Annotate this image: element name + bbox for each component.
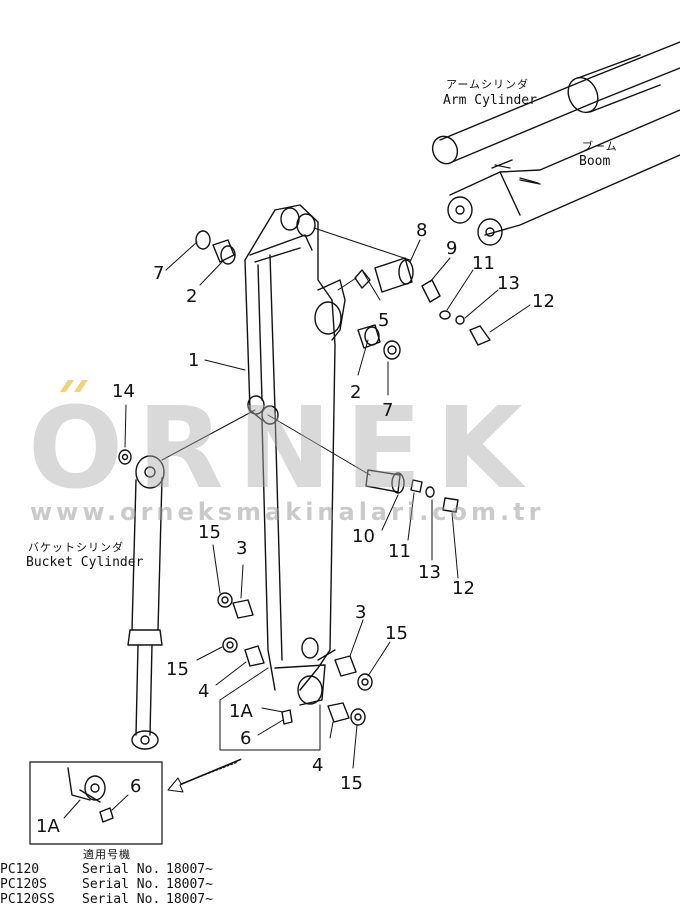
serial-value: 18007~ — [166, 877, 213, 892]
bucket-cylinder-label: Bucket Cylinder — [26, 555, 144, 570]
model-name: PC120SS — [0, 892, 55, 907]
callout-15: 15 — [385, 623, 408, 644]
callout-4: 4 — [312, 755, 324, 776]
callout-13: 13 — [497, 273, 520, 294]
callout-2: 2 — [350, 382, 362, 403]
boom-label: Boom — [579, 154, 611, 169]
callout-15: 15 — [198, 522, 221, 543]
detail-inset — [29, 758, 242, 845]
reference-marks — [494, 164, 539, 184]
callout-4: 4 — [198, 681, 210, 702]
callout-7: 7 — [382, 400, 394, 421]
arm-body-drawing — [244, 204, 346, 706]
callout-13: 13 — [418, 562, 441, 583]
serial-label: Serial No. — [82, 877, 161, 892]
callout-15: 15 — [166, 659, 189, 680]
callout-11: 11 — [472, 253, 495, 274]
applicability-row: PC120S Serial No. 18007~ — [0, 877, 213, 892]
callout-3: 3 — [236, 538, 248, 559]
callout-1A: 1A — [36, 816, 60, 837]
arm-cylinder-drawing — [431, 41, 680, 165]
model-name: PC120 — [0, 862, 40, 877]
applicability-row: PC120SS Serial No. 18007~ — [0, 892, 213, 907]
callout-10: 10 — [352, 526, 375, 547]
callout-3: 3 — [355, 602, 367, 623]
leader-lines — [124, 227, 531, 769]
callout-15: 15 — [340, 773, 363, 794]
serial-label: Serial No. — [82, 892, 161, 907]
callout-9: 9 — [446, 238, 458, 259]
brand-logo-mark — [60, 380, 88, 392]
serial-value: 18007~ — [166, 892, 213, 907]
watermark-url: www.orneksmakinalari.com.tr — [30, 498, 545, 526]
callout-2: 2 — [186, 286, 198, 307]
callout-14: 14 — [112, 381, 135, 402]
bucket-cylinder-label-jp: バケットシリンダ — [28, 541, 124, 554]
callout-1: 1 — [188, 350, 200, 371]
callout-12: 12 — [532, 291, 555, 312]
applicability-heading: 適用号機 — [83, 848, 131, 861]
callout-11: 11 — [388, 541, 411, 562]
pins-and-bushings — [118, 230, 491, 726]
serial-label: Serial No. — [82, 862, 161, 877]
serial-value: 18007~ — [166, 862, 213, 877]
callout-5: 5 — [378, 310, 390, 331]
callout-7: 7 — [153, 263, 165, 284]
model-name: PC120S — [0, 877, 47, 892]
callout-12: 12 — [452, 578, 475, 599]
boom-label-jp: ブーム — [582, 140, 618, 153]
callout-8: 8 — [416, 220, 428, 241]
callout-6: 6 — [130, 776, 142, 797]
applicability-row: PC120 Serial No. 18007~ — [0, 862, 213, 877]
arm-cylinder-label: Arm Cylinder — [443, 93, 537, 108]
callout-6: 6 — [240, 728, 252, 749]
arm-cylinder-label-jp: アームシリンダ — [446, 78, 530, 91]
callout-1A: 1A — [229, 701, 253, 722]
boom-drawing — [447, 109, 680, 246]
watermark-brand: ORNEK — [28, 384, 537, 514]
bucket-cylinder-drawing — [127, 455, 165, 750]
